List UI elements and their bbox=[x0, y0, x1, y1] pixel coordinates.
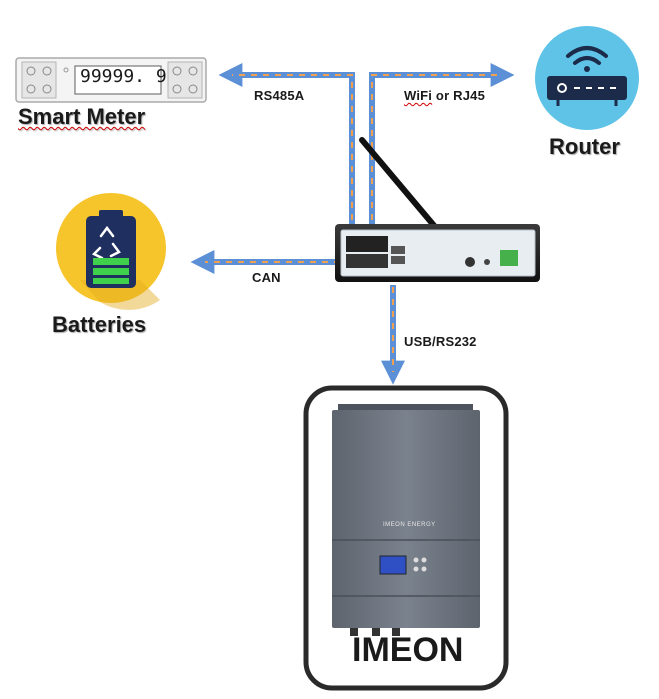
imeon-label: IMEON bbox=[352, 631, 464, 669]
cable-rs485a bbox=[218, 63, 355, 232]
usb-rs232-label: USB/RS232 bbox=[404, 334, 477, 349]
cable-wifi-rj45 bbox=[369, 63, 515, 232]
router-icon bbox=[535, 26, 639, 130]
meter-display-value: 99999. 9 bbox=[80, 66, 167, 87]
batteries-label: Batteries bbox=[52, 312, 147, 337]
smart-meter-device bbox=[15, 57, 207, 103]
wifi-rj45-label: WiFi or RJ45 bbox=[404, 88, 485, 103]
router-label: Router bbox=[549, 134, 620, 159]
rj45-words: or RJ45 bbox=[432, 88, 486, 103]
rs485a-label: RS485A bbox=[254, 88, 305, 103]
wifi-word: WiFi bbox=[404, 88, 433, 103]
can-label: CAN bbox=[252, 270, 281, 285]
smart-meter-label-text: Smart Meter bbox=[18, 104, 146, 129]
battery-icon bbox=[56, 193, 166, 310]
smart-meter-label: Smart Meter bbox=[18, 104, 145, 130]
inverter-device bbox=[332, 404, 480, 636]
communication-box bbox=[335, 137, 540, 282]
inverter-brand-logo: IMEON ENERGY bbox=[383, 522, 436, 528]
cable-usb-rs232 bbox=[381, 268, 405, 385]
